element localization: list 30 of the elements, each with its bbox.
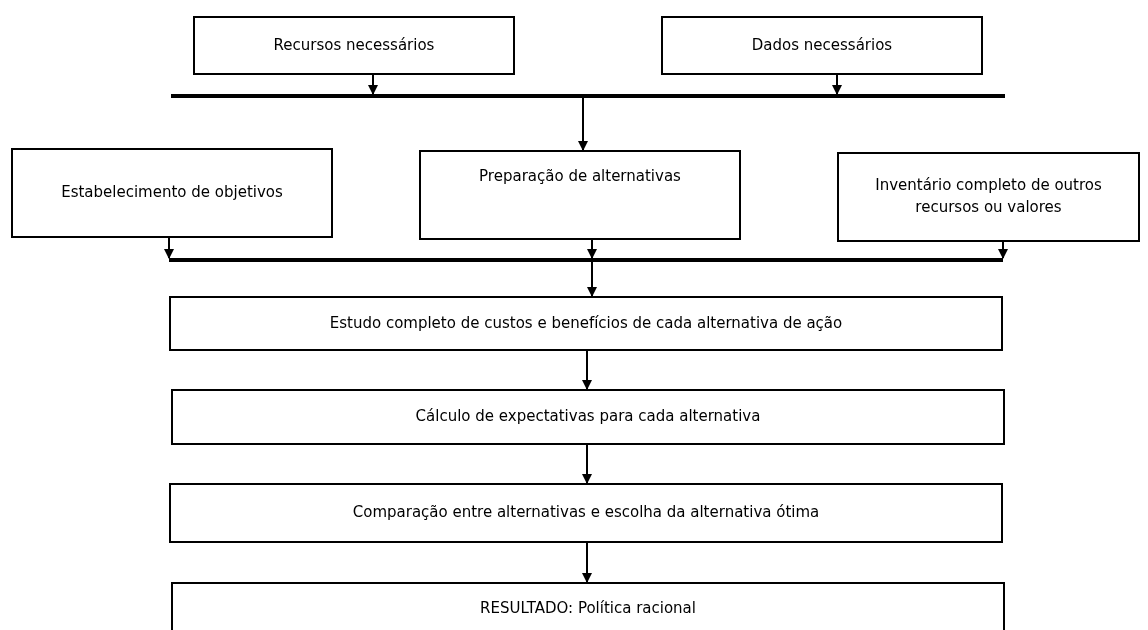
arrow — [164, 237, 174, 259]
process-box — [661, 16, 983, 75]
process-box — [169, 483, 1003, 543]
box-label: Recursos necessários — [273, 34, 435, 56]
arrow — [832, 74, 842, 95]
box-label: Estabelecimento de objetivos — [61, 182, 283, 204]
process-box — [11, 148, 333, 238]
process-box — [837, 152, 1140, 242]
process-box — [171, 389, 1005, 445]
box-label: Cálculo de expectativas para cada alternativa — [415, 406, 761, 428]
process-box — [171, 582, 1005, 630]
process-box — [169, 296, 1003, 351]
box-label: Inventário completo de outros recursos ou valores — [874, 175, 1103, 218]
merge-bar — [171, 94, 1005, 98]
box-label: Dados necessários — [751, 34, 893, 56]
arrow — [587, 239, 597, 259]
box-label: Preparação de alternativas — [479, 166, 681, 187]
arrow — [587, 261, 597, 297]
merge-bar — [169, 258, 1003, 262]
arrow — [582, 444, 592, 484]
arrow — [368, 74, 378, 95]
arrow — [578, 97, 588, 151]
box-label: RESULTADO: Política racional — [480, 598, 696, 619]
box-label: Estudo completo de custos e benefícios de cada alternativa de ação — [329, 312, 843, 334]
process-box — [193, 16, 515, 75]
arrow — [582, 542, 592, 583]
arrow — [582, 350, 592, 390]
arrow — [998, 241, 1008, 259]
process-box — [419, 150, 741, 240]
box-label: Comparação entre alternativas e escolha da alternativa ótima — [352, 502, 820, 524]
